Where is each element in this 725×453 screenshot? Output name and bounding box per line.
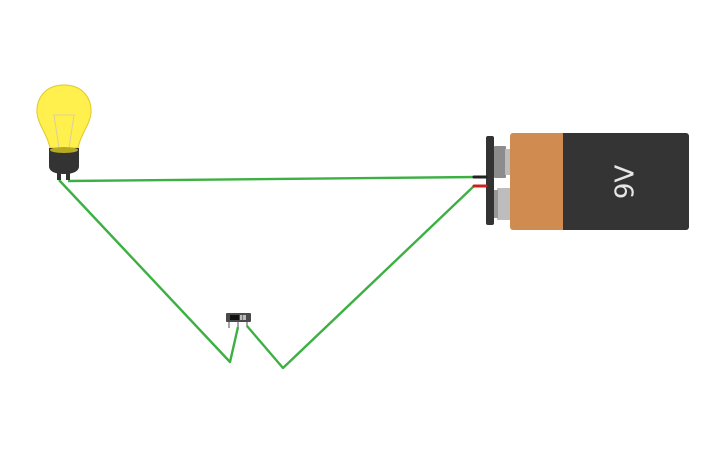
wire-lamp-to-switch[interactable] bbox=[58, 179, 240, 364]
battery-9v[interactable]: 9V bbox=[472, 133, 689, 230]
wire-switch-to-battery-positive[interactable] bbox=[246, 185, 475, 370]
battery-label: 9V bbox=[611, 165, 641, 200]
bulb-glass bbox=[36, 84, 92, 149]
bulb-filament bbox=[53, 114, 75, 149]
battery-body bbox=[563, 133, 689, 230]
bulb-base bbox=[49, 148, 79, 174]
battery-copper-cap bbox=[510, 133, 566, 230]
light-bulb[interactable] bbox=[36, 84, 92, 180]
wires bbox=[58, 175, 479, 370]
lamp-terminal-left[interactable] bbox=[57, 172, 61, 180]
slide-switch[interactable] bbox=[226, 313, 251, 328]
wire-lamp-to-battery-negative[interactable] bbox=[67, 175, 479, 183]
lamp-terminal-right[interactable] bbox=[66, 172, 70, 180]
